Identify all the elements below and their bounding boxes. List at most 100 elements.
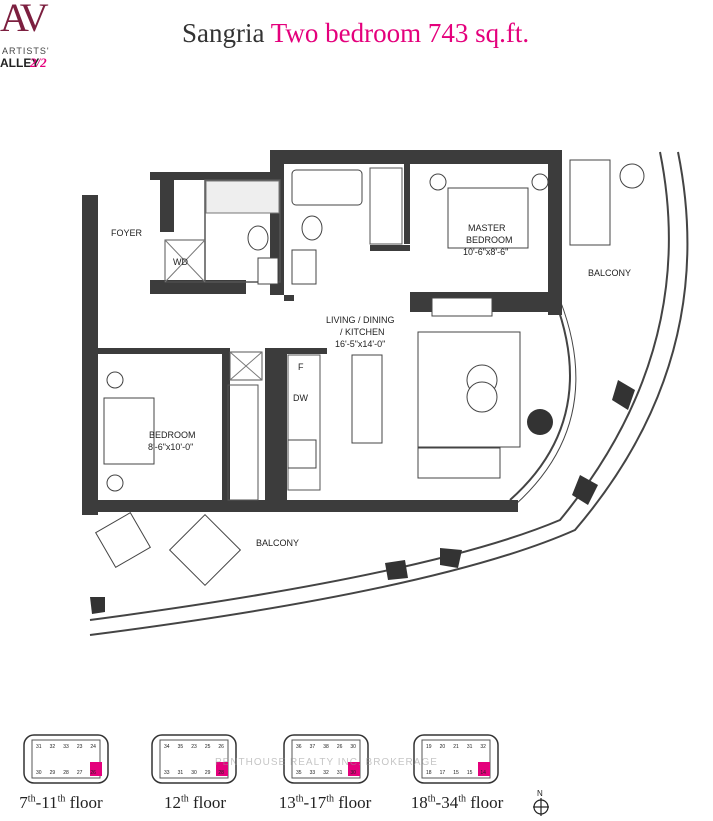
key-plan-caption: 13th-17th floor — [278, 793, 372, 812]
label-balcony-south: BALCONY — [256, 538, 299, 548]
bathroom-1 — [204, 179, 281, 283]
unit-number: 25 — [205, 744, 211, 750]
balcony-lounge — [569, 159, 611, 246]
north-arrow-icon: N — [533, 789, 549, 816]
label-bedroom-dims: 8'-6"x10'-0" — [148, 442, 193, 452]
brand-logo: AV ARTISTS' ALLEY 2/2 — [0, 0, 80, 75]
column — [612, 380, 635, 410]
unit-number: 32 — [480, 744, 486, 750]
unit-number: 31 — [337, 770, 343, 776]
unit-number: 32 — [323, 770, 329, 776]
toilet-1 — [247, 225, 269, 251]
unit-number: 28 — [63, 770, 69, 776]
label-master-1: MASTER — [468, 223, 506, 233]
unit-number: 30 — [350, 770, 356, 776]
key-plan-3: 36 37 38 26 30 35 33 32 31 30 13th-17th floor — [266, 730, 384, 812]
lamp — [531, 173, 549, 191]
label-foyer: FOYER — [111, 228, 143, 238]
duct — [229, 351, 263, 381]
north-label: N — [537, 789, 543, 798]
window-curve-inner — [514, 299, 577, 506]
lamp — [106, 474, 124, 492]
unit-number: 30 — [191, 770, 197, 776]
washer-dryer — [164, 239, 206, 283]
unit-number: 32 — [50, 744, 56, 750]
logo-line1: ARTISTS' — [2, 46, 50, 56]
unit-number: 18 — [426, 770, 432, 776]
label-master-dims: 10'-6"x8'-6" — [463, 247, 508, 257]
unit-number: 24 — [90, 744, 96, 750]
unit-number: 15 — [467, 770, 473, 776]
unit-number: 31 — [36, 744, 42, 750]
unit-number: 38 — [323, 744, 329, 750]
closet-bedroom — [227, 384, 259, 501]
label-living-2: / KITCHEN — [340, 327, 385, 337]
logo-fraction: 2/2 — [30, 55, 47, 70]
shower — [205, 180, 280, 214]
suite-name: Sangria — [182, 18, 265, 48]
sink-2 — [291, 249, 317, 285]
window-curve — [509, 299, 571, 501]
page-title: Sangria Two bedroom 743 sq.ft. — [182, 18, 529, 49]
kitchen-counter — [287, 354, 321, 491]
key-plan-caption: 12th floor — [163, 793, 227, 812]
label-balcony-east: BALCONY — [588, 268, 631, 278]
coffee-table-2 — [466, 381, 498, 413]
dining-table — [351, 354, 383, 444]
bathtub — [291, 169, 363, 206]
column — [572, 475, 598, 505]
label-master-2: BEDROOM — [466, 235, 513, 245]
unit-number: 37 — [310, 744, 316, 750]
logo-line2: ALLEY — [0, 56, 40, 70]
balcony-chair — [94, 511, 152, 569]
unit-number: 14 — [480, 770, 486, 776]
balcony-table — [619, 163, 645, 189]
unit-number: 29 — [50, 770, 56, 776]
key-plan-caption: 18th-34th floor — [410, 793, 504, 812]
key-plan-caption: 7th-11th floor — [19, 793, 103, 812]
unit-number: 28 — [218, 770, 224, 776]
label-fridge: F — [298, 362, 304, 372]
unit-number: 35 — [296, 770, 302, 776]
column — [440, 548, 462, 568]
unit-number: 26 — [337, 744, 343, 750]
unit-number: 23 — [77, 744, 83, 750]
closet-master — [369, 167, 403, 245]
unit-number: 26 — [218, 744, 224, 750]
unit-number: 21 — [453, 744, 459, 750]
unit-number: 20 — [440, 744, 446, 750]
unit-number: 23 — [191, 744, 197, 750]
suite-description: Two bedroom 743 sq.ft. — [270, 18, 530, 48]
unit-number: 33 — [310, 770, 316, 776]
column — [90, 597, 105, 614]
label-living-1: LIVING / DINING — [326, 315, 395, 325]
label-bedroom: BEDROOM — [149, 430, 196, 440]
unit-number: 30 — [36, 770, 42, 776]
unit-number: 15 — [453, 770, 459, 776]
unit-number: 30 — [350, 744, 356, 750]
watermark: PENTHOUSE REALTY INC. BROKERAGE — [215, 757, 438, 768]
lamp — [106, 371, 124, 389]
unit-number: 31 — [178, 770, 184, 776]
balcony-railing-outer — [89, 151, 689, 636]
lamp — [429, 173, 447, 191]
balcony-dining — [168, 513, 242, 587]
planter — [527, 409, 553, 435]
unit-number: 36 — [296, 744, 302, 750]
column — [385, 560, 408, 580]
label-dishwasher: DW — [293, 393, 308, 403]
sofa — [417, 447, 501, 479]
logo-letters: AV — [0, 0, 49, 40]
tv-console — [431, 297, 493, 317]
sink-1 — [257, 257, 279, 285]
unit-number: 33 — [63, 744, 69, 750]
master-bed — [447, 187, 529, 249]
unit-number: 17 — [440, 770, 446, 776]
unit-number: 19 — [426, 744, 432, 750]
unit-number: 26 — [90, 770, 96, 776]
balcony-railing — [89, 151, 670, 621]
